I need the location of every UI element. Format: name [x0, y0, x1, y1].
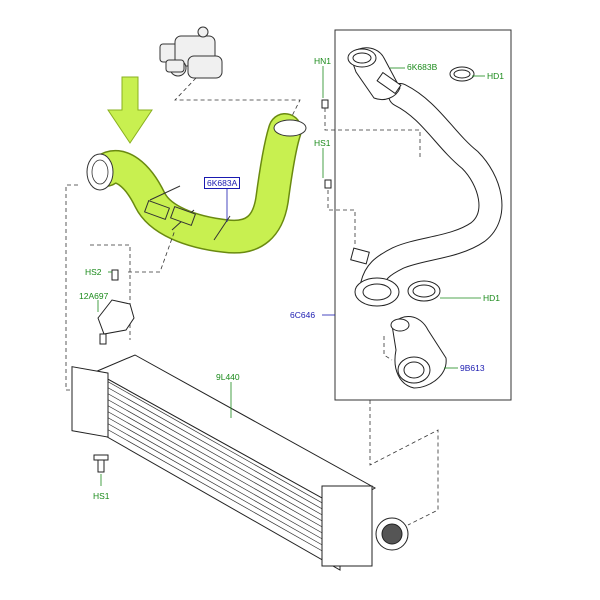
highlight-arrow: [107, 76, 153, 144]
turbo-leader: [174, 77, 301, 121]
dashed-guides-left: [65, 184, 176, 391]
label-hs1-top: HS1: [314, 138, 331, 148]
label-6k683a: 6K683A: [204, 177, 241, 189]
label-hd1-top: HD1: [487, 71, 505, 81]
label-9l440: 9L440: [216, 372, 240, 382]
label-12a697: 12A697: [79, 291, 109, 301]
label-9b613: 9B613: [460, 363, 485, 373]
label-6k683b: 6K683B: [407, 62, 438, 72]
label-hd1-mid: HD1: [483, 293, 501, 303]
hose-6c646: [360, 83, 503, 297]
hose-6k683b: [347, 47, 402, 101]
leader-lines: [97, 66, 485, 486]
hose-end-lower: [350, 247, 400, 307]
label-hs2: HS2: [85, 267, 102, 277]
intercooler-9l440: [71, 354, 409, 571]
highlighted-hose: [86, 113, 307, 254]
clip-hd1-top: [449, 66, 475, 82]
turbo-component: [159, 26, 223, 79]
dashed-guides-box: [324, 108, 439, 526]
label-hs1-bottom: HS1: [93, 491, 110, 501]
label-hn1: HN1: [314, 56, 332, 66]
clip-hd1-mid: [407, 280, 441, 302]
hose-9b613: [390, 316, 447, 389]
bracket-12a697: [97, 269, 135, 345]
label-6c646: 6C646: [290, 310, 316, 320]
